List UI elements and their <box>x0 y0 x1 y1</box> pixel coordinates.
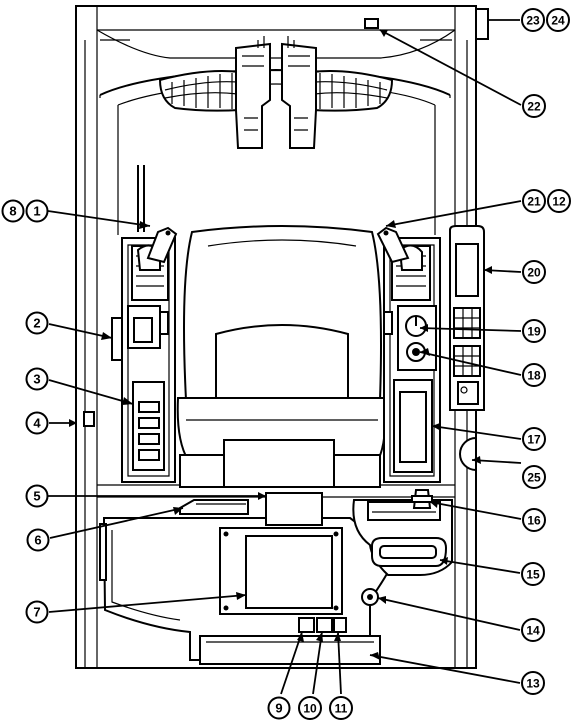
callout-21: 21 <box>522 189 546 213</box>
callout-3-label: 3 <box>33 372 40 387</box>
callout-11: 11 <box>329 696 353 720</box>
callout-13: 13 <box>521 671 545 695</box>
side-mirror-mount <box>475 8 489 40</box>
callout-4: 4 <box>25 411 49 435</box>
callout-24: 24 <box>546 8 570 32</box>
callout-4-label: 4 <box>33 416 41 431</box>
callout-13-label: 13 <box>526 677 540 691</box>
rear-floor-area <box>99 492 389 665</box>
callout-2: 2 <box>25 311 49 335</box>
callout-11-label: 11 <box>335 702 348 716</box>
right-console <box>376 226 441 483</box>
callout-21-label: 21 <box>527 195 541 209</box>
callout-25-label: 25 <box>527 471 541 485</box>
callout-10: 10 <box>298 696 322 720</box>
callout-20: 20 <box>522 260 546 284</box>
callout-14-label: 14 <box>526 624 540 638</box>
arrowheads <box>69 30 492 660</box>
callout-20-label: 20 <box>527 266 541 280</box>
callout-9-label: 9 <box>275 701 282 716</box>
dome-light <box>364 18 379 29</box>
callout-16: 16 <box>522 508 546 532</box>
side-switch <box>83 411 95 427</box>
callout-2-label: 2 <box>33 316 40 331</box>
callout-8-label: 8 <box>9 204 16 219</box>
callout-22-label: 22 <box>527 100 541 114</box>
callout-12-label: 12 <box>552 195 566 209</box>
callout-5-label: 5 <box>33 489 40 504</box>
callout-17-label: 17 <box>527 433 541 447</box>
callout-12: 12 <box>547 189 571 213</box>
callout-18-label: 18 <box>527 369 541 383</box>
callout-7-label: 7 <box>33 605 40 620</box>
right-rear-controls <box>352 436 477 606</box>
callout-7: 7 <box>25 600 49 624</box>
callout-17: 17 <box>522 427 546 451</box>
callout-23: 23 <box>521 8 545 32</box>
callout-19: 19 <box>522 319 546 343</box>
callout-24-label: 24 <box>551 14 565 28</box>
callout-5: 5 <box>25 484 49 508</box>
leader-lines <box>47 19 522 695</box>
callouts: 8 1 2 3 4 5 6 7 9 10 11 13 14 15 16 25 1… <box>1 8 571 720</box>
callout-10-label: 10 <box>303 702 317 716</box>
callout-14: 14 <box>521 618 545 642</box>
callout-15-label: 15 <box>526 568 540 582</box>
travel-pedals <box>158 36 394 149</box>
callout-22: 22 <box>522 94 546 118</box>
callout-3: 3 <box>25 367 49 391</box>
operator-seat <box>176 225 387 488</box>
callout-23-label: 23 <box>526 14 540 28</box>
callout-1: 1 <box>25 199 49 223</box>
callout-6-label: 6 <box>34 533 41 548</box>
callout-25: 25 <box>522 465 546 489</box>
callout-1-label: 1 <box>33 204 40 219</box>
callout-6: 6 <box>26 528 50 552</box>
callout-9: 9 <box>267 696 291 720</box>
monitor-panel <box>449 225 485 411</box>
callout-8: 8 <box>1 199 25 223</box>
left-console <box>83 165 178 483</box>
callout-18: 18 <box>522 363 546 387</box>
callout-15: 15 <box>521 562 545 586</box>
callout-16-label: 16 <box>527 514 541 528</box>
callout-19-label: 19 <box>527 325 541 339</box>
